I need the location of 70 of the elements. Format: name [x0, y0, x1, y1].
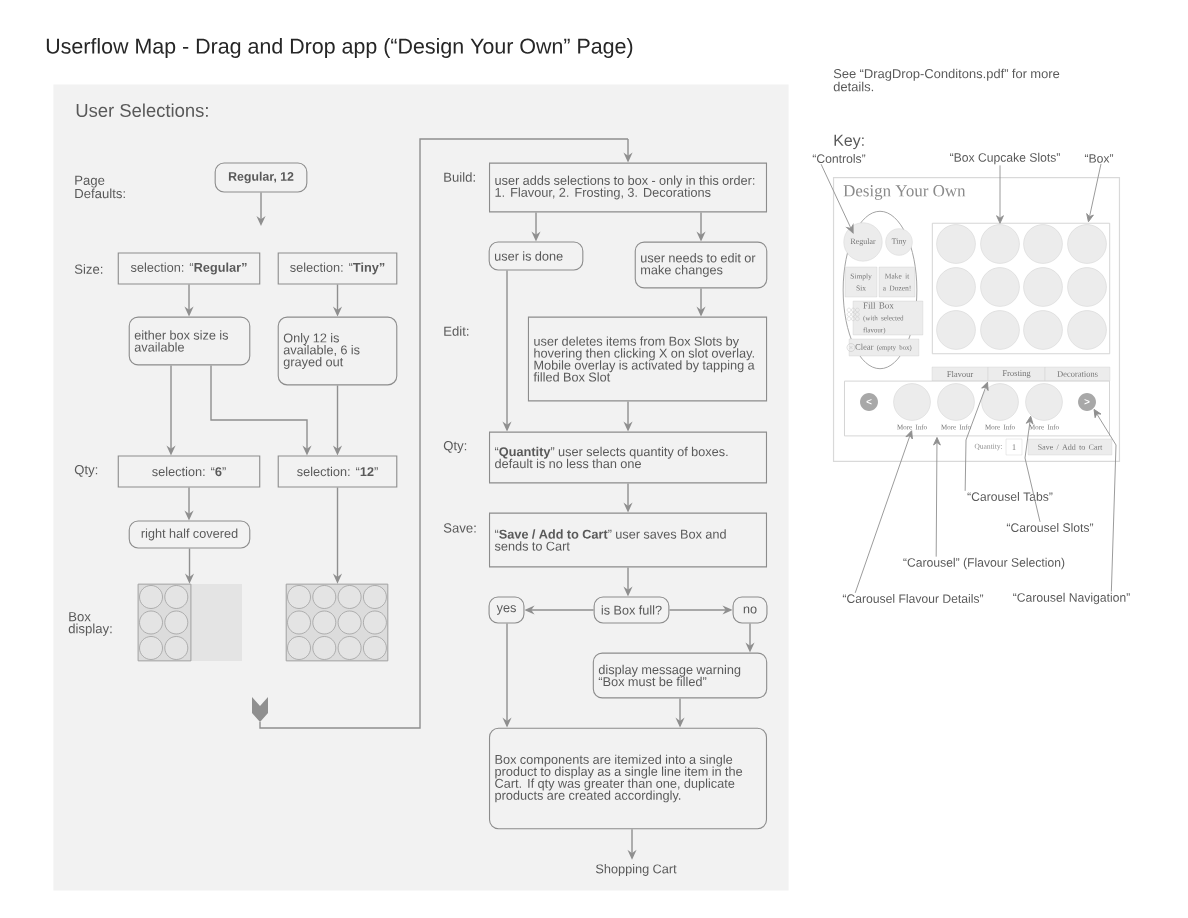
row-label: Box display: [68, 612, 112, 636]
slot-circle [1067, 267, 1107, 307]
key-heading: Key: [834, 134, 864, 150]
process-box: “Save / Add to Cart” user saves Box and sends to Cart [488, 512, 768, 568]
callout-text: “Carousel Slots” [1006, 523, 1094, 532]
rounded-box: yes [488, 596, 525, 624]
callout-text: “Carousel Flavour Details” [842, 594, 984, 603]
slot-circle [936, 267, 976, 307]
leader-line [820, 163, 854, 234]
cupcake-box-drawing [137, 583, 242, 662]
row-label: Qty: [74, 465, 98, 477]
slot-circle [981, 383, 1019, 421]
leader-line [933, 437, 941, 558]
slot-circle [980, 224, 1020, 264]
rounded-box: display message warning “Box must be filled” [592, 652, 768, 699]
nav-button: > [1078, 393, 1096, 411]
leader-line [964, 381, 989, 492]
callout-text: “Carousel” (Flavour Selection) [903, 557, 1065, 570]
slot-circle [1025, 383, 1063, 421]
process-box: selection: “12” [277, 455, 398, 488]
leader-line [1086, 163, 1102, 223]
process-box: selection: “Regular” [117, 252, 261, 285]
callout-text: “Controls” [812, 154, 866, 163]
slot-circle [980, 310, 1020, 350]
leader-line [996, 164, 1004, 224]
slot-circle [1023, 310, 1063, 350]
slot-circle [936, 310, 976, 350]
cupcake-box-drawing [285, 583, 389, 662]
row-label: Build: [444, 172, 475, 182]
rounded-box: right half covered [128, 520, 251, 549]
leader-line [1093, 408, 1117, 593]
slot-circle [893, 383, 931, 421]
slot-circle [1023, 224, 1063, 264]
wireframe-button: Frosting [987, 366, 1046, 382]
process-box: selection: “6” [117, 455, 261, 488]
wireframe-button: Decorations [1044, 366, 1111, 382]
row-label: Qty: [443, 441, 467, 453]
row-label: Save: [443, 523, 476, 533]
row-label: Size: [74, 264, 103, 274]
rounded-box: no [732, 596, 768, 624]
process-box: user deletes items from Box Slots by hovering then clicking X on slot overlay. Mobile overlay is activated by tapping a filled Box Slot [527, 316, 768, 402]
slot-circle [1067, 310, 1107, 350]
rounded-box: is Box full? [593, 596, 670, 624]
row-label: Page Defaults: [75, 175, 125, 199]
slot-circle [936, 224, 976, 264]
process-box: “Quantity” user selects quantity of boxes. default is no less than one [488, 431, 768, 484]
callout-text: “Carousel Navigation” [1013, 592, 1130, 605]
nav-button: < [860, 393, 878, 411]
rounded-box: Only 12 is available, 6 is grayed out [277, 316, 398, 386]
leader-line [1024, 415, 1041, 523]
note-text: See “DragDrop-Conditons.pdf” for more details. [833, 68, 1060, 92]
callout-text: “Box” [1084, 154, 1114, 163]
rounded-box: user is done [488, 241, 584, 271]
rounded-box: Regular, 12 [214, 162, 308, 193]
rounded-box: either box size is available [128, 316, 251, 366]
leader-line [854, 430, 913, 594]
slot-circle [1067, 224, 1107, 264]
slot-circle [937, 383, 975, 421]
rounded-box: user needs to edit or make changes [634, 241, 768, 289]
slot-circle [980, 267, 1020, 307]
callout-text: “Box Cupcake Slots” [950, 152, 1060, 165]
title: Userflow Map - Drag and Drop app (“Design Your Own” Page) [46, 38, 633, 58]
callout-text: “Carousel Tabs” [967, 492, 1053, 501]
slot-circle [1023, 267, 1063, 307]
rounded-box: Box components are itemized into a single product to display as a single line item in the Cart. If qty was greater than one, duplicate products are created accordingly. [488, 727, 768, 830]
end-label: Shopping Cart [595, 864, 677, 876]
process-box: user adds selections to box - only in this order: 1. Flavour, 2. Frosting, 3. Decorations [488, 162, 768, 213]
process-box: selection: “Tiny” [277, 252, 398, 285]
wireframe-button: Flavour [931, 366, 989, 382]
row-label: Edit: [444, 326, 469, 336]
